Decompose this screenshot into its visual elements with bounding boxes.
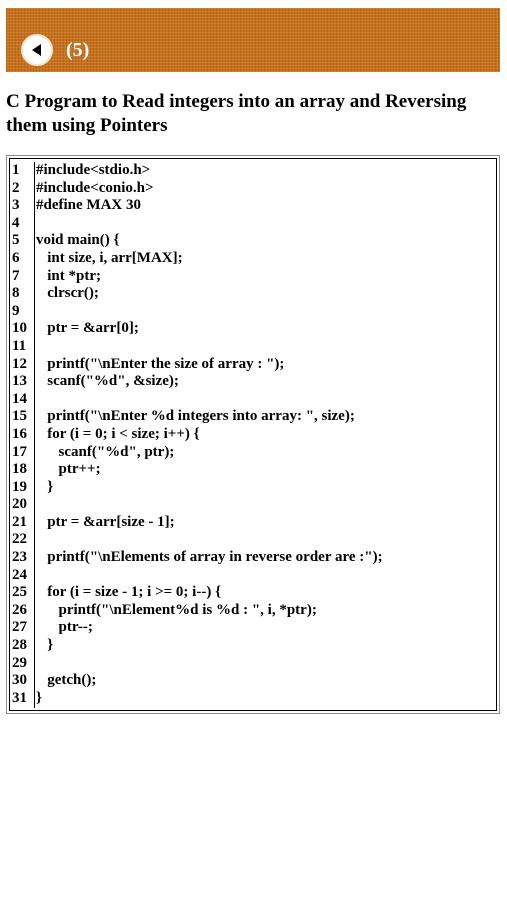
line-number: 23 <box>12 549 27 566</box>
line-number: 19 <box>12 478 27 495</box>
code-line: int size, i, arr[MAX]; <box>36 249 183 266</box>
code-line <box>36 531 383 549</box>
line-number: 21 <box>12 513 27 530</box>
line-number: 28 <box>12 637 27 654</box>
code-line: ptr--; <box>36 619 93 636</box>
line-number: 2 <box>12 179 20 196</box>
code-line: #include<stdio.h> <box>36 162 151 178</box>
line-number: 14 <box>12 390 27 407</box>
code-line: } <box>36 637 54 654</box>
code-line: #define MAX 30 <box>36 197 141 214</box>
code-line <box>36 391 383 409</box>
code-line <box>36 338 383 356</box>
code-line <box>36 215 383 233</box>
code-line: printf("\nEnter the size of array : "); <box>36 355 285 372</box>
code-line <box>36 655 383 673</box>
code-line: printf("\nElement%d is %d : ", i, *ptr); <box>36 601 317 618</box>
line-number: 10 <box>12 320 27 337</box>
header-bar: (5) <box>6 8 500 72</box>
line-number: 24 <box>12 566 27 583</box>
code-line <box>36 496 383 514</box>
code-line: for (i = 0; i < size; i++) { <box>36 425 200 442</box>
code-line: scanf("%d", &size); <box>36 373 179 390</box>
line-number: 4 <box>12 214 20 231</box>
code-line: } <box>36 689 42 706</box>
code-line: int *ptr; <box>36 267 101 284</box>
line-number: 13 <box>12 373 27 390</box>
code-line: clrscr(); <box>36 285 99 302</box>
line-number: 30 <box>12 672 27 689</box>
back-button[interactable] <box>21 34 53 66</box>
line-number: 9 <box>12 302 20 319</box>
code-line: ptr++; <box>36 461 101 478</box>
code-line: getch(); <box>36 672 97 689</box>
line-number: 7 <box>12 267 20 284</box>
line-number: 25 <box>12 584 27 601</box>
line-number: 5 <box>12 232 20 249</box>
code-line: #include<conio.h> <box>36 179 154 196</box>
page-number: (5) <box>66 39 90 61</box>
line-number: 16 <box>12 425 27 442</box>
code-line <box>36 567 383 585</box>
code-line: printf("\nElements of array in reverse o… <box>36 549 383 566</box>
line-number: 6 <box>12 249 20 266</box>
page-title: C Program to Read integers into an array… <box>6 91 467 136</box>
line-number: 12 <box>12 355 27 372</box>
line-number: 26 <box>12 601 27 618</box>
line-number: 20 <box>12 496 27 513</box>
line-number: 22 <box>12 531 27 548</box>
line-number: 1 <box>12 162 20 178</box>
code-line: ptr = &arr[size - 1]; <box>36 513 175 530</box>
line-number: 17 <box>12 443 27 460</box>
code-line: printf("\nEnter %d integers into array: … <box>36 408 355 425</box>
line-number: 8 <box>12 285 20 302</box>
code-line: for (i = size - 1; i >= 0; i--) { <box>36 584 221 601</box>
code-column: #include<stdio.h>#include<conio.h>#defin… <box>36 162 383 707</box>
line-number: 31 <box>12 689 27 706</box>
code-line: scanf("%d", ptr); <box>36 443 175 460</box>
line-number: 3 <box>12 197 20 214</box>
line-number: 29 <box>12 654 27 671</box>
line-number: 11 <box>12 337 27 354</box>
code-line: } <box>36 478 54 495</box>
code-line <box>36 303 383 321</box>
line-number: 15 <box>12 408 27 425</box>
code-line: void main() { <box>36 232 120 249</box>
back-arrow-icon <box>32 44 41 56</box>
line-number: 18 <box>12 461 27 478</box>
line-number: 27 <box>12 619 27 636</box>
code-line: ptr = &arr[0]; <box>36 320 139 337</box>
